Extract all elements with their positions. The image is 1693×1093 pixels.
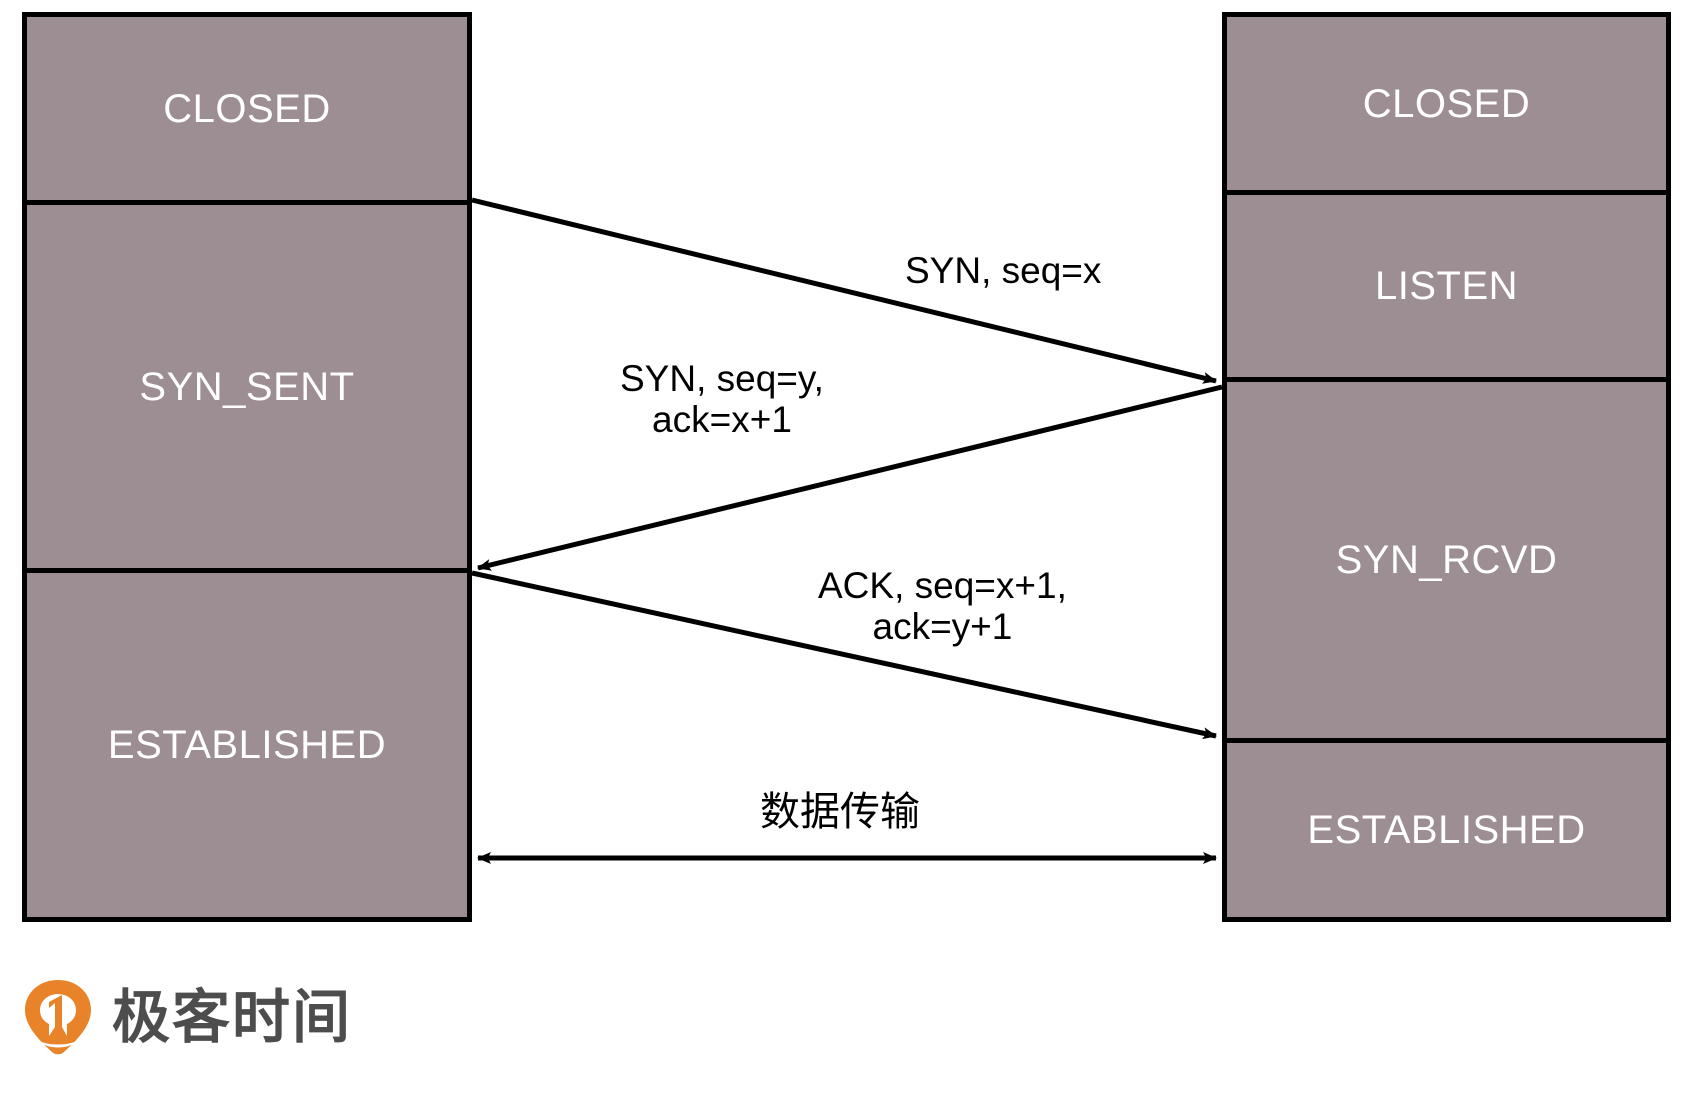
- server-state-column: CLOSED LISTEN SYN_RCVD ESTABLISHED: [1222, 12, 1671, 922]
- server-state-established: ESTABLISHED: [1227, 743, 1666, 917]
- client-state-closed-label: CLOSED: [163, 86, 331, 131]
- server-state-closed: CLOSED: [1227, 17, 1666, 190]
- server-state-listen: LISTEN: [1227, 195, 1666, 377]
- server-state-closed-label: CLOSED: [1362, 81, 1531, 126]
- client-state-established: ESTABLISHED: [27, 573, 467, 917]
- client-state-closed: CLOSED: [27, 17, 467, 200]
- server-divider-3: [1227, 738, 1666, 743]
- geektime-brand: 极客时间: [22, 978, 352, 1056]
- geektime-brand-text: 极客时间: [112, 983, 353, 1051]
- client-divider-2: [27, 568, 467, 573]
- server-state-syn-rcvd-label: SYN_RCVD: [1335, 538, 1558, 582]
- server-state-listen-label: LISTEN: [1374, 264, 1519, 308]
- message-label-syn: SYN, seq=x: [905, 250, 1102, 291]
- server-state-syn-rcvd: SYN_RCVD: [1227, 382, 1666, 738]
- client-state-established-label: ESTABLISHED: [107, 723, 387, 767]
- message-label-ack: ACK, seq=x+1, ack=y+1: [818, 565, 1067, 648]
- client-divider-1: [27, 200, 467, 205]
- client-state-syn-sent-label: SYN_SENT: [139, 364, 355, 409]
- server-divider-1: [1227, 190, 1666, 195]
- client-state-syn-sent: SYN_SENT: [27, 205, 467, 568]
- server-state-established-label: ESTABLISHED: [1307, 808, 1586, 852]
- geektime-logo-icon: [25, 980, 91, 1055]
- arrow-syn-ack: [477, 384, 1223, 571]
- arrow-syn: [471, 197, 1217, 384]
- message-label-syn-ack: SYN, seq=y, ack=x+1: [620, 358, 824, 441]
- server-divider-2: [1227, 377, 1666, 382]
- client-state-column: CLOSED SYN_SENT ESTABLISHED: [22, 12, 472, 922]
- message-label-data-transfer: 数据传输: [760, 789, 920, 835]
